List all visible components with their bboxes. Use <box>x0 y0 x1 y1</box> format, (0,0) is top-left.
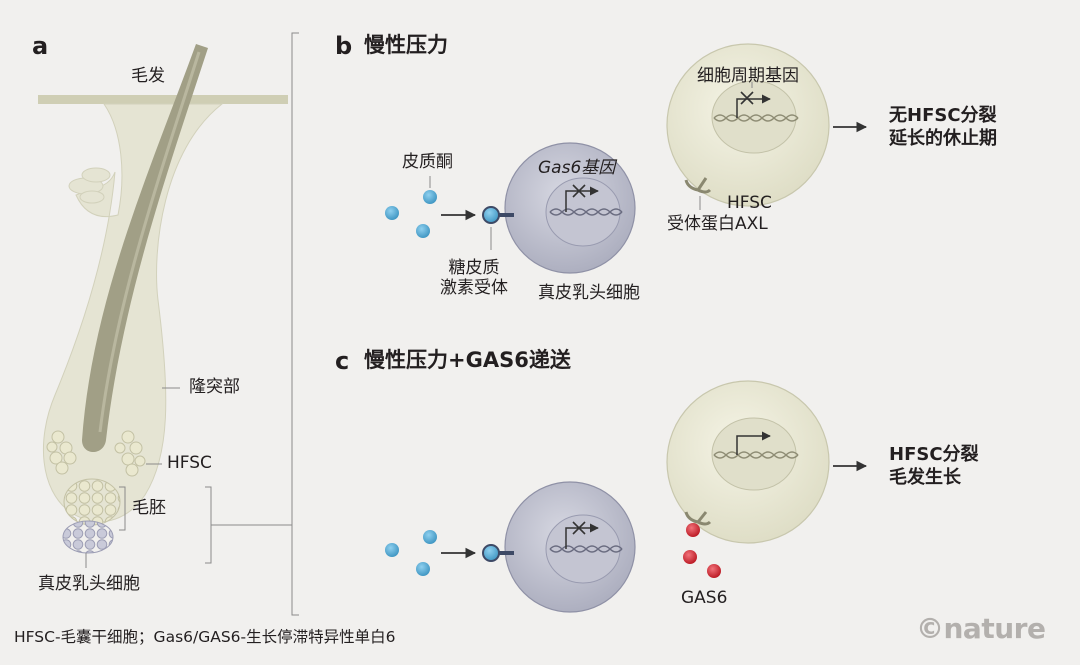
gas6-molecule <box>683 550 697 564</box>
corticosterone-molecule <box>423 530 437 544</box>
receptor-label: 糖皮质 激素受体 <box>440 258 508 299</box>
hfsc-label-b: HFSC <box>727 193 772 213</box>
axl-receptor <box>684 177 712 194</box>
panel-c-letter: c <box>335 347 350 375</box>
dermal-papilla <box>62 520 114 554</box>
footnote: HFSC-毛囊干细胞；Gas6/GAS6-生长停滞特异性单白6 <box>14 628 396 646</box>
cross-icon <box>740 91 754 105</box>
papilla-label-a: 真皮乳头细胞 <box>38 574 140 594</box>
cell-cycle-label: 细胞周期基因 <box>697 66 799 86</box>
corticosterone-molecule <box>385 543 399 557</box>
nature-logo: ©nature <box>916 612 1046 645</box>
axl-receptor <box>684 511 712 526</box>
hair-follicle-diagram <box>38 44 288 554</box>
outcome-c: HFSC分裂 毛发生长 <box>889 444 979 489</box>
dna-icon <box>713 451 799 459</box>
gene-label: Gas6基因 <box>538 158 616 178</box>
germ-label: 毛胚 <box>132 498 166 518</box>
hfsc-label-a: HFSC <box>167 453 212 473</box>
hair-label: 毛发 <box>131 66 165 86</box>
skin-surface <box>38 95 288 104</box>
corticosterone-molecule <box>416 562 430 576</box>
cross-icon <box>572 521 586 535</box>
glucocorticoid-receptor <box>482 206 514 224</box>
gas6-molecule <box>686 523 700 537</box>
outcome-b: 无HFSC分裂 延长的休止期 <box>889 105 997 150</box>
papilla-nucleus <box>545 177 621 247</box>
panel-b-graphics <box>385 43 868 274</box>
glucocorticoid-receptor <box>482 544 514 562</box>
panel-b-title: 慢性压力 <box>364 33 448 57</box>
panel-c-title: 慢性压力+GAS6递送 <box>364 348 571 372</box>
gas6-label: GAS6 <box>681 588 728 608</box>
bulge-label: 隆突部 <box>189 377 240 397</box>
panel-b-letter: b <box>335 32 353 60</box>
gas6-molecule <box>707 564 721 578</box>
corticosterone-molecule <box>385 206 399 220</box>
axl-label: 受体蛋白AXL <box>667 214 768 234</box>
dna-icon <box>713 114 799 122</box>
papilla-nucleus <box>545 514 621 584</box>
panel-c-graphics <box>385 380 868 613</box>
corticosterone-molecule <box>416 224 430 238</box>
papilla-label-b: 真皮乳头细胞 <box>538 283 640 303</box>
hormone-label: 皮质酮 <box>402 152 453 172</box>
panel-a-letter: a <box>32 32 49 60</box>
hfsc-cluster <box>46 430 146 477</box>
corticosterone-molecule <box>423 190 437 204</box>
hair-germ <box>63 478 121 526</box>
cross-icon <box>572 184 586 198</box>
sebaceous-gland <box>68 167 111 204</box>
